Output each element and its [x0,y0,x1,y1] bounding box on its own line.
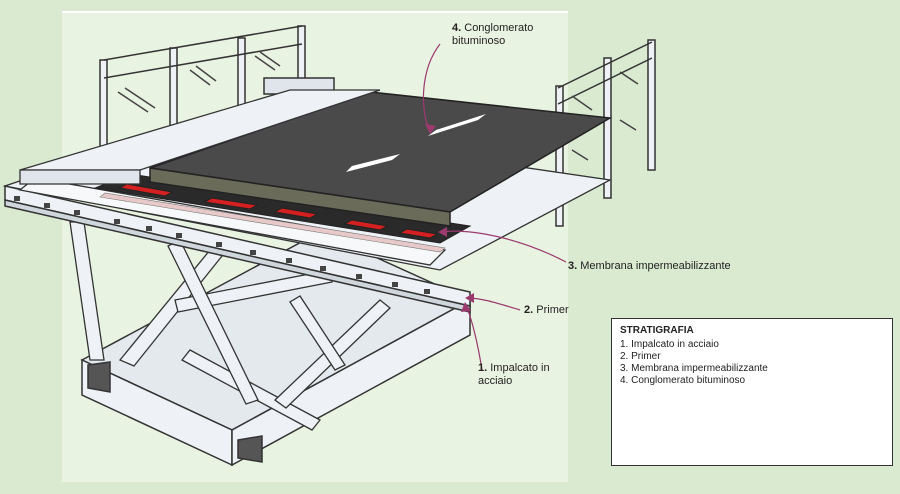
diagonal-bracing [69,221,391,431]
legend-box: STRATIGRAFIA 1. Impalcato in acciaio 2. … [611,318,893,466]
legend-item: 3. Membrana impermeabilizzante [620,363,768,374]
label-conglomerato-num: 4. [452,22,462,34]
legend-list: 1. Impalcato in acciaio 2. Primer 3. Mem… [620,339,884,387]
label-membrana: 3. Membrana impermeabilizzante [568,260,731,273]
legend-item: 1. Impalcato in acciaio [620,339,719,350]
leader-arrowheads [425,124,474,312]
label-impalcato-num: 1. [478,362,488,374]
label-impalcato-line2: acciaio [478,375,513,387]
label-membrana-num: 3. [568,260,578,272]
label-impalcato: 1. Impalcato in acciaio [478,362,550,388]
legend-title: STRATIGRAFIA [620,325,694,336]
label-primer-text: Primer [536,304,569,316]
label-conglomerato: 4. Conglomerato bituminoso [452,22,533,48]
label-primer: 2. Primer [524,304,569,317]
label-conglomerato-line1: Conglomerato [464,22,534,34]
asphalt-layer [149,91,613,227]
legend-item: 4. Conglomerato bituminoso [620,375,746,386]
deck-side-beam [4,185,471,313]
primer-layer [99,192,446,253]
railing-right [555,39,656,227]
legend-item: 2. Primer [620,351,661,362]
label-membrana-text: Membrana impermeabilizzante [580,260,731,272]
label-impalcato-line1: Impalcato in [490,362,550,374]
label-conglomerato-line2: bituminoso [452,35,506,47]
label-primer-num: 2. [524,304,534,316]
curb-left [19,89,381,185]
leader-lines [422,43,567,371]
